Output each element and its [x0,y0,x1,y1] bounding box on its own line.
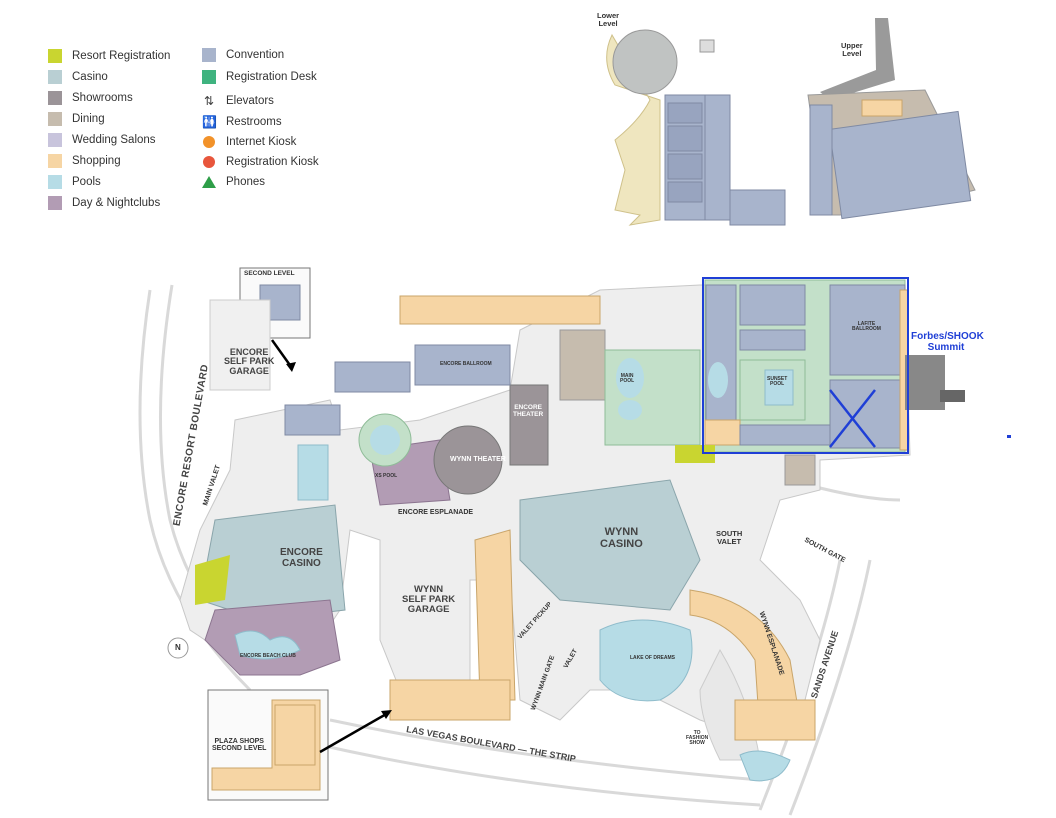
encore-beach-club-area [204,599,341,676]
legend-label: Registration Desk [226,71,317,83]
swatch-pools [48,175,62,189]
wynn-casino-label: WYNN CASINO [600,526,643,550]
legend-label: Dining [72,113,105,125]
encore-esplanade-label: ENCORE ESPLANADE [398,509,474,516]
legend-label: Casino [72,71,108,83]
swatch-registration-desk [202,70,216,84]
lower-level-building [606,29,786,226]
legend-item-internet-kiosk: Internet Kiosk [202,136,296,148]
encore-pool-left [297,444,329,501]
swatch-shopping [48,154,62,168]
swatch-wedding-salons [48,133,62,147]
encore-casino-label: ENCORE CASINO [280,547,323,569]
legend-item-shopping: Shopping [48,154,121,168]
north-label: N [175,643,181,652]
legend-label: Phones [226,176,266,188]
legend-item-wedding-salons: Wedding Salons [48,133,156,147]
pool-villas-row [399,295,601,325]
plaza-shops-inset [207,689,329,801]
encore-garage [209,299,271,391]
legend-item-registration-desk: Registration Desk [202,70,317,84]
plaza-shops-ground [389,679,511,721]
legend-label: Shopping [72,155,121,167]
main-pool-label: MAIN POOL [620,373,635,384]
convention-left [334,361,411,393]
wynn-casino-area [519,479,701,611]
internet-kiosk-icon [203,136,215,148]
legend-label: Resort Registration [72,50,171,62]
legend-item-pools: Pools [48,175,101,189]
summit-annotation: Forbes/SHOOK Summit [911,331,984,353]
legend-label: Convention [226,49,285,61]
esplanade-pond [739,750,791,782]
wynn-theater [433,425,503,495]
arrow-second-level [270,339,294,369]
wynn-theater-label: WYNN THEATER [450,456,506,463]
upper-level-label: Upper Level [841,41,863,58]
phone-icon [202,176,216,188]
swatch-day-nightclubs [48,196,62,210]
legend-label: Day & Nightclubs [72,197,161,209]
beach-club-pool [234,630,301,660]
legend-item-showrooms: Showrooms [48,91,133,105]
swatch-convention [202,48,216,62]
swatch-casino [48,70,62,84]
compass [167,637,189,659]
legend-label: Internet Kiosk [226,136,297,148]
legend-item-restrooms: 🚻 Restrooms [202,115,282,129]
legend-item-day-nightclubs: Day & Nightclubs [48,196,160,210]
restroom-icon: 🚻 [202,115,217,129]
legend-item-registration-kiosk: Registration Kiosk [202,156,319,168]
summit-highlight-box [702,277,909,454]
encore-beach-club-label: ENCORE BEACH CLUB [240,653,296,659]
encore-self-park-label: ENCORE SELF PARK GARAGE [224,347,275,376]
wynn-self-park-label: WYNN SELF PARK GARAGE [402,584,456,615]
legend-label: Elevators [226,95,274,107]
legend-label: Pools [72,176,101,188]
legend-item-phones: Phones [202,176,265,188]
lake-of-dreams-label: LAKE OF DREAMS [630,655,675,661]
legend-label: Wedding Salons [72,134,156,146]
xs-pool-label: XS POOL [375,473,398,479]
upper-level-building [807,18,976,220]
plaza-shops-label: PLAZA SHOPS SECOND LEVEL [212,738,267,752]
convention-lower-left [284,404,341,436]
south-valet-label: SOUTH VALET [716,529,743,546]
legend-item-casino: Casino [48,70,108,84]
legend-label: Restrooms [226,116,282,128]
legend-label: Showrooms [72,92,133,104]
esplanade-east-shops [734,699,816,741]
swatch-dining [48,112,62,126]
lake-of-dreams [599,619,693,702]
legend-item-convention: Convention [202,48,284,62]
legend-item-dining: Dining [48,112,105,126]
encore-theater-label: ENCORE THEATER [513,404,544,418]
second-level-label: SECOND LEVEL [244,270,295,277]
center-pool-area [604,349,701,446]
encore-ballroom-label: ENCORE BALLROOM [440,361,492,367]
encore-ballroom [414,344,511,386]
encore-theater [509,384,549,466]
wynn-dining-block [559,329,606,401]
swatch-showrooms [48,91,62,105]
legend-label: Registration Kiosk [226,156,319,168]
arrow-plaza-shops [319,711,389,754]
to-fashion-show-label: TO FASHION SHOW [686,730,709,746]
service-strip-east [905,355,945,410]
registration-kiosk-icon [203,156,215,168]
lower-level-label: Lower Level [597,11,620,28]
legend-item-elevators: ⇅ Elevators [202,94,274,108]
elevator-icon: ⇅ [203,94,215,108]
esplanade-shops-west [474,529,516,701]
encore-registration-area [195,555,230,605]
sunset-pool-label: SUNSET POOL [767,376,788,387]
legend-item-resort-registration: Resort Registration [48,49,170,63]
swatch-resort-registration [48,49,62,63]
lafite-ballroom-label: LAFITE BALLROOM [852,321,881,332]
